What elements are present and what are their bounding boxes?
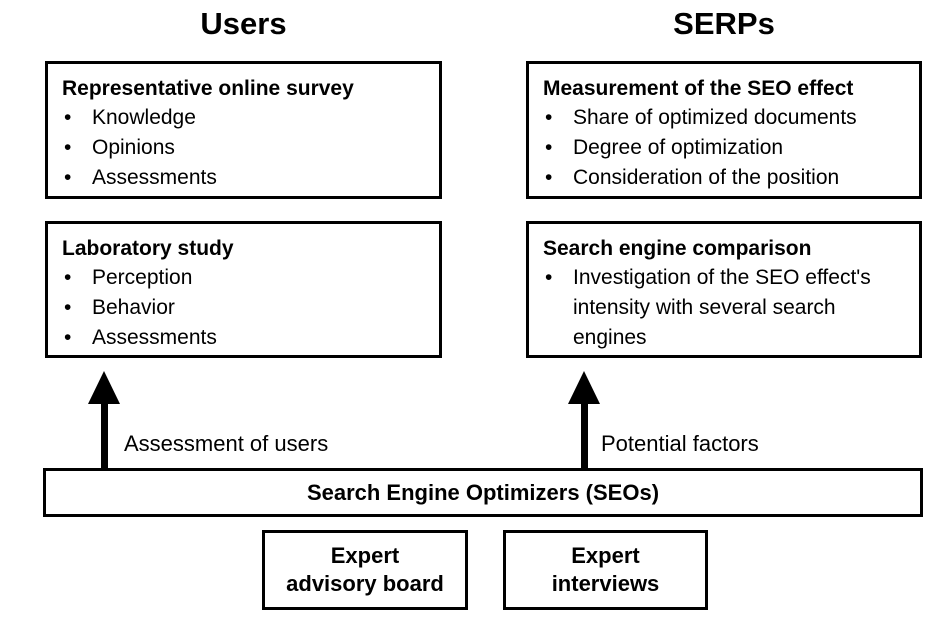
- up-arrow-right-shaft: [581, 398, 588, 468]
- expert-advisory-board-box: Expert advisory board: [262, 530, 468, 610]
- seo-bar: Search Engine Optimizers (SEOs): [43, 468, 923, 517]
- arrow-label-assessment-of-users: Assessment of users: [124, 431, 329, 456]
- laboratory-box: Laboratory study Perception Behavior Ass…: [45, 221, 442, 358]
- bullet-icon: [62, 163, 92, 193]
- expert-interviews-box: Expert interviews: [503, 530, 708, 610]
- bullet-icon: [543, 103, 573, 133]
- survey-box: Representative online survey Knowledge O…: [45, 61, 442, 199]
- measurement-bullet-position: Consideration of the position: [543, 163, 907, 193]
- laboratory-box-title: Laboratory study: [62, 237, 234, 260]
- laboratory-bullet-behavior: Behavior: [62, 293, 427, 323]
- laboratory-bullet-perception: Perception: [62, 263, 427, 293]
- bullet-icon: [62, 263, 92, 293]
- measurement-bullet-degree: Degree of optimization: [543, 133, 907, 163]
- column-header-serps: SERPs: [673, 6, 775, 41]
- bullet-icon: [543, 163, 573, 193]
- bullet-icon: [62, 133, 92, 163]
- measurement-box: Measurement of the SEO effect Share of o…: [526, 61, 922, 199]
- survey-bullet-opinions: Opinions: [62, 133, 427, 163]
- bullet-icon: [62, 103, 92, 133]
- survey-box-title: Representative online survey: [62, 77, 354, 100]
- survey-bullet-assessments: Assessments: [62, 163, 427, 193]
- bullet-icon: [543, 133, 573, 163]
- comparison-box: Search engine comparison Investigation o…: [526, 221, 922, 358]
- bullet-icon: [543, 263, 573, 353]
- bullet-icon: [62, 293, 92, 323]
- expert-interviews-line1: Expert: [571, 543, 640, 568]
- expert-advisory-line1: Expert: [330, 543, 400, 568]
- up-arrow-left-shaft: [101, 398, 108, 468]
- measurement-bullet-share: Share of optimized documents: [543, 103, 907, 133]
- laboratory-bullet-assessments: Assessments: [62, 323, 427, 353]
- survey-bullet-knowledge: Knowledge: [62, 103, 427, 133]
- measurement-box-title: Measurement of the SEO effect: [543, 77, 854, 100]
- comparison-bullet-investigation: Investigation of the SEO effect's intens…: [543, 263, 907, 353]
- expert-interviews-line2: interviews: [551, 571, 660, 596]
- comparison-box-title: Search engine comparison: [543, 237, 812, 260]
- column-header-users: Users: [200, 6, 287, 41]
- expert-advisory-line2: advisory board: [286, 571, 444, 596]
- bullet-icon: [62, 323, 92, 353]
- seo-bar-label: Search Engine Optimizers (SEOs): [306, 479, 660, 505]
- arrow-label-potential-factors: Potential factors: [601, 431, 759, 456]
